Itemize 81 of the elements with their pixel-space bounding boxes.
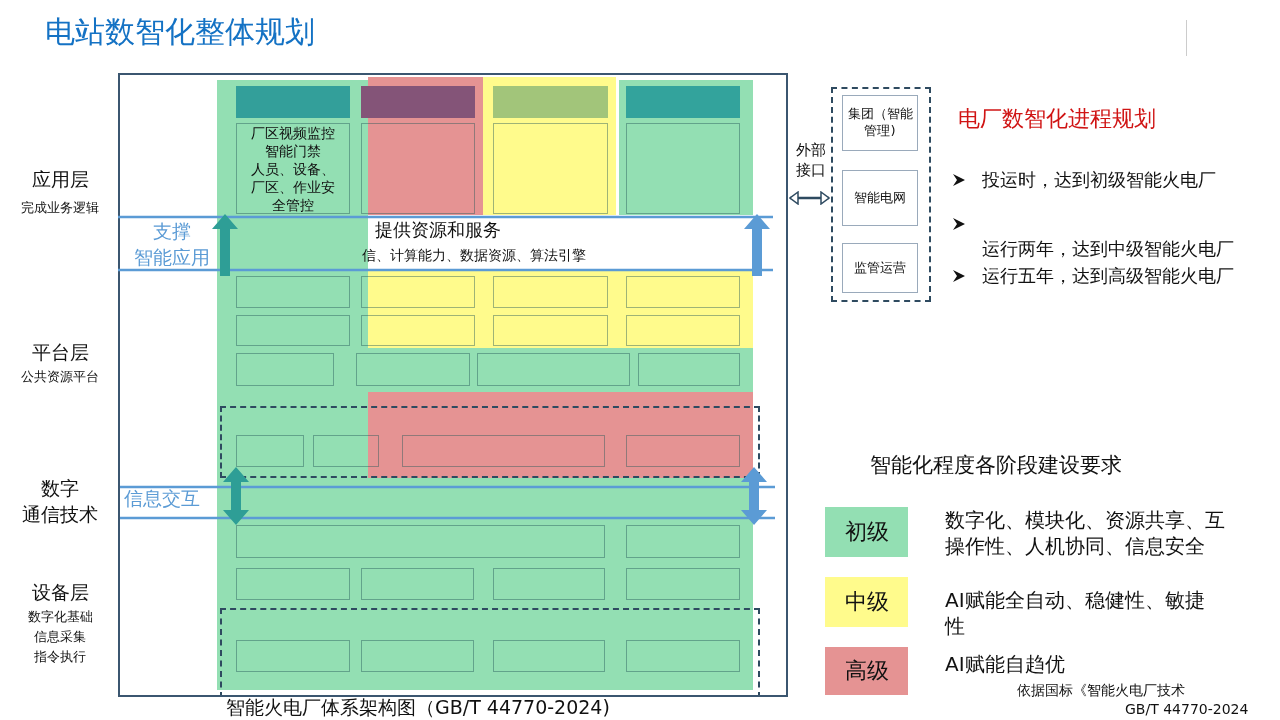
layer-note: 完成业务逻辑 <box>20 200 100 217</box>
dashed-group-box <box>831 87 931 302</box>
module-box <box>361 123 475 214</box>
module-box <box>493 276 608 308</box>
side-label: 智能应用 <box>133 245 211 270</box>
description-text: 数字化、模块化、资源共享、互操作性、人机协同、信息安全 <box>945 507 1226 559</box>
module-box <box>236 315 350 346</box>
edge-label: 外部接口 <box>793 141 829 180</box>
diagram-frame <box>118 73 788 697</box>
module-box <box>626 435 740 467</box>
header-bar <box>626 86 740 118</box>
module-box <box>236 525 605 558</box>
module-box <box>236 276 350 308</box>
description-text: AI赋能自趋优 <box>945 651 1066 677</box>
module-box <box>493 640 605 672</box>
layer-title: 平台层 <box>30 340 90 365</box>
bullet-text: 投运时，达到初级智能火电厂 <box>982 168 1217 192</box>
box-label: 监管运营 <box>853 259 907 277</box>
module-box <box>626 525 740 558</box>
header-bar <box>361 86 475 118</box>
module-box <box>626 568 740 600</box>
module-box <box>313 435 379 467</box>
band-note: 信、计算能力、数据资源、算法引擎 <box>362 246 587 265</box>
double-arrow <box>789 191 830 205</box>
system-box <box>842 95 918 151</box>
description-text: AI赋能全自动、稳健性、敏捷性 <box>945 587 1206 639</box>
source-note: 依据国标《智能火电厂技术 <box>1017 681 1186 700</box>
module-box <box>493 123 608 214</box>
box-label: 智能电网 <box>853 189 907 207</box>
section-title: 电厂数智化进程规划 <box>958 105 1157 133</box>
bullet-text: 运行两年，达到中级智能火电厂 <box>982 237 1235 261</box>
block-arrow <box>223 467 249 525</box>
side-label: 支撑 <box>152 219 192 244</box>
module-box <box>361 315 475 346</box>
module-box <box>236 123 350 214</box>
box-label: 集团（智能管理) <box>846 106 914 140</box>
module-box <box>356 353 470 386</box>
module-box <box>493 568 605 600</box>
module-box <box>493 315 608 346</box>
block-arrow <box>741 467 767 525</box>
layer-note: 指令执行 <box>33 649 87 666</box>
bullet-text: 运行五年，达到高级智能火电厂 <box>982 264 1235 288</box>
block-arrow <box>744 214 770 276</box>
legend-label: 中级 <box>844 588 889 616</box>
system-box <box>842 243 918 293</box>
caption: 智能火电厂体系架构图（GB/T 44770-2024) <box>226 695 610 720</box>
module-box <box>236 435 304 467</box>
module-box <box>626 276 740 308</box>
layer-title: 应用层 <box>30 167 90 192</box>
module-box <box>402 435 605 467</box>
side-label: 信息交互 <box>124 486 201 511</box>
header-bar <box>493 86 608 118</box>
header-bar <box>236 86 350 118</box>
module-box <box>236 353 334 386</box>
layer-title: 通信技术 <box>21 502 99 527</box>
module-box <box>477 353 630 386</box>
layer-title: 数字 <box>40 476 80 501</box>
block-arrow <box>212 214 238 276</box>
section-title: 智能化程度各阶段建设要求 <box>870 452 1123 479</box>
layer-note: 信息采集 <box>33 629 87 646</box>
module-box <box>626 315 740 346</box>
module-box <box>361 640 474 672</box>
module-text: 智能门禁 <box>264 142 322 161</box>
module-box <box>626 123 740 214</box>
system-box <box>842 170 918 226</box>
page-title: 电站数智化整体规划 <box>45 13 315 51</box>
module-box <box>361 276 475 308</box>
legend-label: 初级 <box>844 518 889 546</box>
module-box <box>361 568 474 600</box>
module-box <box>236 568 350 600</box>
layer-note: 公共资源平台 <box>20 369 100 386</box>
band-title: 提供资源和服务 <box>375 218 502 242</box>
legend-label: 高级 <box>844 657 889 685</box>
module-box <box>626 640 740 672</box>
module-text: 厂区视频监控 <box>250 125 336 143</box>
module-text: 人员、设备、厂区、作业安全管控 <box>250 160 336 215</box>
layer-note: 数字化基础 <box>26 609 94 626</box>
layer-title: 设备层 <box>30 580 90 605</box>
source-note: GB/T 44770-2024 <box>1125 700 1250 719</box>
module-box <box>638 353 740 386</box>
module-box <box>236 640 350 672</box>
